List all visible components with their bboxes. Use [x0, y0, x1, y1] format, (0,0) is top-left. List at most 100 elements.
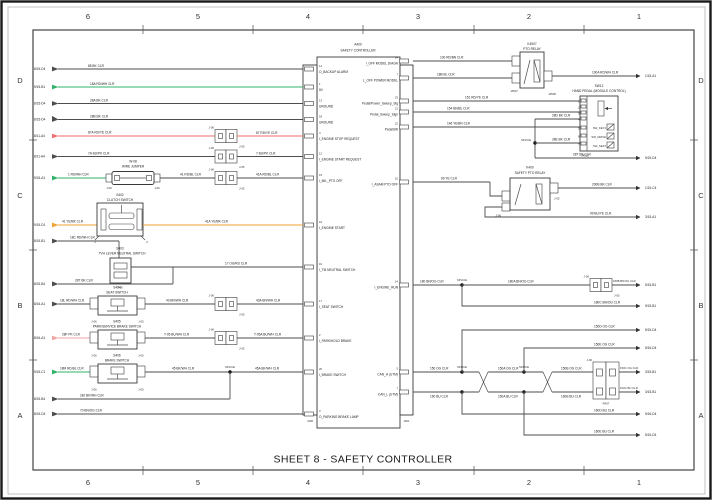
- svg-text:J-05: J-05: [554, 197, 560, 201]
- controller-id: A400: [354, 43, 362, 47]
- svg-text:15: 15: [319, 173, 323, 177]
- svg-text:J-05: J-05: [614, 294, 620, 298]
- wire-label: 180C BN/OG CLR: [594, 300, 621, 304]
- sheet-title: SHEET 8 - SAFETY CONTROLLER: [273, 454, 452, 466]
- zone-row: D: [17, 76, 23, 85]
- wire-label: 151 RD/YE CLR: [465, 96, 489, 100]
- tvh-neutral-switch: S403 TVH LEVER NEUTRAL SWITCH J-06: [99, 246, 147, 289]
- svg-text:2: 2: [146, 240, 148, 244]
- splice-label: SPLICE: [521, 138, 531, 142]
- can-terminator: J-06 R407: [587, 358, 620, 406]
- pin-label: CAN_L (UTM): [378, 393, 398, 397]
- inline-connector-pair: J-06J-05: [209, 146, 245, 169]
- svg-text:21: 21: [395, 107, 399, 111]
- offsheet-ref: 3/15-B1: [645, 390, 656, 394]
- wire-row-7-clutch: 9/15-D1 41 YE/BK CLR S402 CLUTCH SWITCH …: [34, 193, 303, 244]
- svg-text:J-05: J-05: [239, 347, 245, 351]
- svg-text:5: 5: [578, 127, 580, 131]
- wire-label: 28E BK CLR: [552, 138, 571, 142]
- wire-label: 41A RD/BL CLR: [256, 172, 280, 176]
- pin-label: O_PARKING BRAKE LAMP: [319, 415, 359, 419]
- wire-label: 180A BN/OG CLR: [508, 279, 534, 283]
- svg-text:5: 5: [396, 367, 398, 371]
- wire-label: 180 BN/OG CLR: [420, 279, 444, 283]
- wire-label: 200B BK CLR: [592, 182, 613, 186]
- offsheet-ref: 8/15-B4: [34, 397, 45, 401]
- svg-text:6: 6: [578, 135, 580, 139]
- pin-label: PedalSW: [385, 128, 398, 132]
- svg-text:1: 1: [94, 240, 96, 244]
- wire-label: 1 RD/WH CLR: [68, 172, 89, 176]
- wire-label: 146 YE/BN CLR: [447, 122, 471, 126]
- component-id: K400: [526, 166, 534, 170]
- zone-labels: 6 5 4 3 2 1 6 5 4 3 2 1 D C B A D C B A: [17, 12, 704, 487]
- component-id: R407: [603, 402, 610, 406]
- wire-label: 18M RD/BL CLR: [60, 366, 84, 370]
- pto-relay: K4507 PTO RELAY 100 RD/BN CLR 18B BL CLR…: [413, 42, 656, 96]
- zone-col: 5: [196, 12, 200, 21]
- pin-label: GROUND: [319, 105, 334, 109]
- zone-col: 3: [416, 12, 420, 21]
- pin-label: Pedal/Power_Sweep_Sig: [362, 102, 398, 106]
- offsheet-ref: 8/16-A1: [34, 302, 45, 306]
- wire-row-4: 8/11-A4 87A RD/YE CLR J-06J-05 87 RD/YE …: [34, 126, 303, 149]
- svg-text:J-06: J-06: [91, 320, 97, 324]
- wire-row-13-brake: 9/15-C1 18M RD/BL CLR S406 BRAKE SWITCH …: [34, 353, 303, 402]
- offsheet-ref: 8/16-A1: [34, 336, 45, 340]
- wire-label: 43A BN/WH CLR: [256, 298, 281, 302]
- svg-text:12: 12: [319, 152, 323, 156]
- wire-label: 160D BU CLR: [594, 408, 615, 412]
- zone-col: 6: [86, 12, 90, 21]
- offsheet-ref: 8/15-D4: [34, 102, 46, 106]
- zone-col: 6: [86, 478, 90, 487]
- component-id: W-08: [129, 160, 137, 164]
- svg-text:J-06: J-06: [209, 328, 215, 332]
- splice-label: SPLICE: [457, 278, 467, 282]
- pin-label: I_TM NEUTRAL SWITCH: [319, 268, 356, 272]
- svg-text:22: 22: [395, 122, 399, 126]
- wire-label: 160C BU CLR: [620, 386, 638, 390]
- svg-text:J-05: J-05: [239, 165, 245, 169]
- wire-row-11-seat: 8/16-A1 18L RD/WH CLR S404 SEAT SWITCH J…: [34, 285, 303, 324]
- splice-label: SPLICE: [225, 365, 235, 369]
- wire-label: 99 BU/YE CLR: [590, 211, 612, 215]
- pin-label: I_ENGINE START: [319, 226, 345, 230]
- wire-label: 28D BK CLR: [552, 114, 571, 118]
- wire-label: 28A BK CLR: [90, 98, 109, 102]
- wire-label: 160B BU CLR: [561, 395, 582, 399]
- component-name: WIRE JUMPER: [122, 165, 145, 169]
- pin-label: O_BACKUP ALARM: [319, 70, 348, 74]
- svg-text:J-06: J-06: [154, 186, 160, 190]
- component-id: S402: [116, 193, 124, 197]
- wire-label: T-05 BU/WH CLR: [164, 332, 190, 336]
- wire-label: 160A BU CLR: [498, 395, 519, 399]
- offsheet-ref: 8/15-B1: [34, 239, 45, 243]
- wire-jumper: W-08 WIRE JUMPER J-06 J-06: [105, 160, 161, 190]
- svg-text:J-06: J-06: [106, 186, 112, 190]
- inline-connector-pair: J-06J-05: [209, 294, 245, 317]
- connector-label: J400: [307, 419, 314, 423]
- wire-label: 43 BN/WH CLR: [166, 298, 189, 302]
- twisted-pair-symbol: [542, 371, 553, 393]
- wire-label: 28T BK CLR: [75, 279, 94, 283]
- switch-label: SW_SEAT: [593, 144, 606, 148]
- svg-text:23: 23: [395, 96, 399, 100]
- pin-label: I_MIL_PTO OFF: [319, 179, 343, 183]
- wire-label: 69 YE CLR: [441, 177, 458, 181]
- wire-row-5: 8/11-A4 7A BU/PK CLR J-06J-05 7 BU/PK CL…: [34, 146, 303, 169]
- offsheet-ref: 9/15-C1: [34, 370, 46, 374]
- svg-text:J4507: J4507: [510, 89, 518, 93]
- pin-label: I_PARK/HOLD BRAKE: [319, 339, 352, 343]
- wire-label: 87A RD/YE CLR: [88, 130, 112, 134]
- offsheet-ref: 8/15-D4: [34, 118, 46, 122]
- svg-text:J-06: J-06: [209, 126, 215, 130]
- offsheet-ref: 8/11-A4: [34, 155, 45, 159]
- switch-label: SW_DRIVE: [591, 135, 606, 139]
- inline-connector-pair: J-06J-05: [209, 126, 245, 149]
- wire-label: 150E OG CLR: [594, 342, 615, 346]
- wire-label: T-05A BU/WH CLR: [254, 332, 282, 336]
